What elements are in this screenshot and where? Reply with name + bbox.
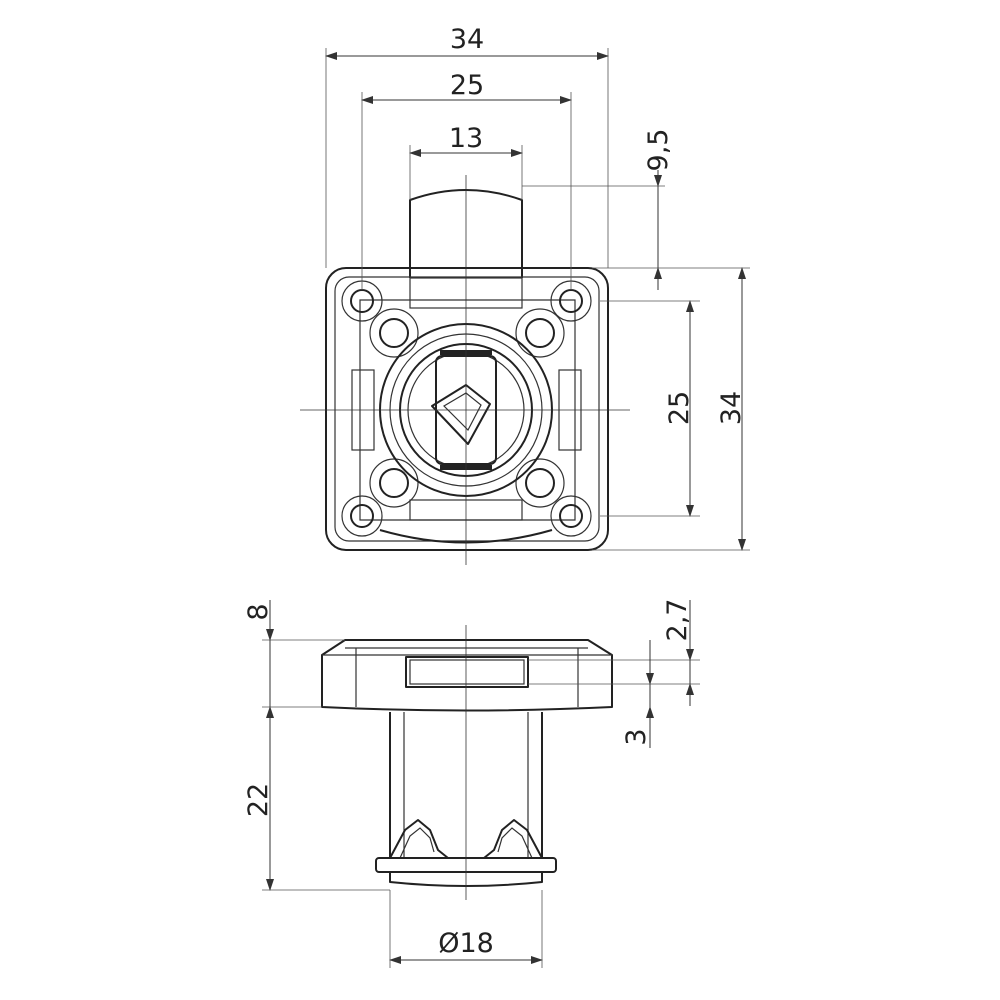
front-dimensions: 34 25 13 9,5 25 34 [325, 24, 750, 551]
front-centerlines [300, 175, 630, 565]
corner-holes [341, 280, 592, 537]
spring-clip-left [389, 819, 449, 859]
inner-plate-edge [334, 276, 600, 542]
dim-width-holes: 25 [450, 70, 484, 101]
diamond-key-icon [431, 384, 491, 445]
flange [321, 639, 613, 712]
hole-bottom-left [350, 504, 374, 528]
inner-hole-bl [379, 468, 409, 498]
dim-width-overall: 34 [450, 24, 484, 55]
dim-slot-offset: 3 [621, 728, 652, 745]
outer-plate [325, 267, 609, 551]
side-view [321, 639, 613, 887]
hole-top-right [559, 289, 583, 313]
dim-width-bolt: 13 [449, 123, 483, 154]
inner-holes [369, 308, 565, 508]
inner-hole-tr [525, 318, 555, 348]
body [389, 712, 543, 858]
hole-bottom-right [559, 504, 583, 528]
dim-height-overall: 34 [716, 391, 747, 425]
dim-bolt-projection: 9,5 [643, 129, 674, 172]
dim-height-holes: 25 [664, 391, 695, 425]
dim-body-length: 22 [243, 783, 274, 817]
spring-clip-right [483, 819, 543, 859]
dim-body-diameter: Ø18 [438, 928, 494, 959]
front-view [325, 189, 609, 551]
flange-slot [405, 656, 529, 688]
hole-top-left [350, 289, 374, 313]
inner-hole-br [525, 468, 555, 498]
dim-slot-height: 2,7 [662, 599, 693, 642]
dim-flange-height: 8 [243, 603, 274, 620]
side-dimensions: 8 22 2,7 3 Ø18 [243, 599, 700, 968]
housing-outline [359, 299, 576, 521]
inner-hole-tl [379, 318, 409, 348]
